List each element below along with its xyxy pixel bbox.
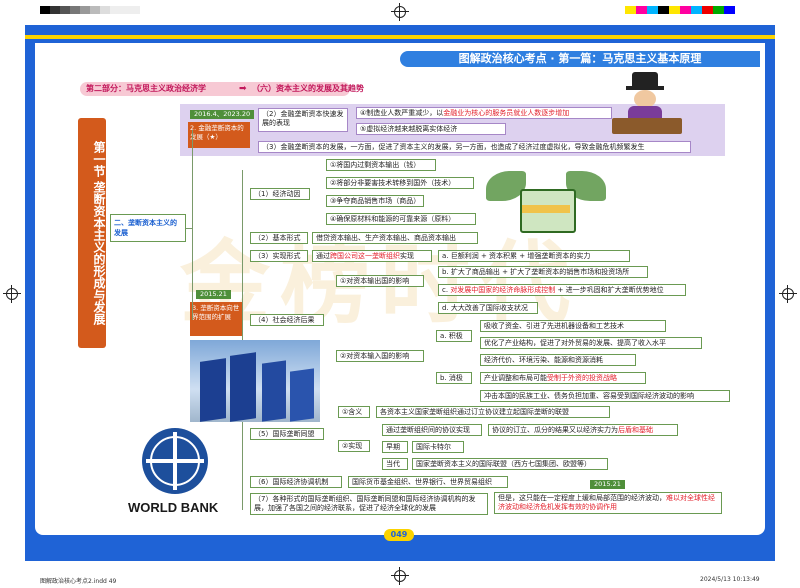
forms-label: （2）基本形式 [250,232,308,244]
registration-mark-right [779,285,797,303]
flying-money-illustration [486,165,606,240]
color-bar-right [625,6,735,14]
forms-desc: 借贷资本输出、生产资本输出、商品资本输出 [312,232,478,244]
export-item-a: a. 巨额利润 + 资本积累 + 增强垄断资本的实力 [438,250,630,262]
sub-chapter-label: 二、垄断资本主义的发展 [110,214,186,242]
coord-label: （6）国际经济协调机制 [250,476,342,488]
world-bank-logo-text: WORLD BANK [128,500,219,515]
import-effect-label: ②对资本输入国的影响 [336,350,424,362]
coord-desc: 国际货币基金组织、世界银行、世界贸易组织 [348,476,508,488]
registration-mark-bottom [391,567,409,585]
export-item-b: b. 扩大了商品输出 + 扩大了垄断资本的销售市场和投资场所 [438,266,648,278]
footer-date: 2024/5/13 10:13:49 [700,576,760,583]
node2-item-3: （3）金融垄断资本的发展，一方面，促进了资本主义的发展，另一方面，也造成了经济过… [258,141,691,153]
motive-item-4: ④确保原材料和能源的可靠来源（原料） [326,213,476,225]
registration-mark-top [391,3,409,21]
node2-sub-4: ④制造业人数严重减少，以金融业为核心的服务员就业人数逐步增加 [356,107,612,119]
alliance-label: （5）国际垄断同盟 [250,428,324,440]
section-label: （六）资本主义的发展及其趋势 [252,84,364,93]
motive-item-1: ①将国内过剩资本输出（钱） [326,159,436,171]
realize-label: （3）实现形式 [250,250,308,262]
page-title: 图解政治核心考点 · 第一篇：马克思主义基本原理 [400,51,760,67]
early-desc: 国际卡特尔 [412,441,464,453]
negative-label: b. 消极 [436,372,472,384]
node3-year-tag: 2015.21 [196,290,231,299]
page-number: 049 [384,529,414,541]
export-effect-label: ①对资本输出国的影响 [336,275,424,287]
arrow-icon: ➡ [239,84,247,94]
current-desc: 国家垄断资本主义的国际联盟（西方七国集团、欧盟等） [412,458,608,470]
item7: （7）各种形式的国际垄断组织、国际垄断同盟和国际经济协调机构的发展，加强了各国之… [250,493,488,515]
item7-year-tag: 2015.21 [590,480,625,489]
negative-item-3: 冲击本国的民族工业、债务负担加重、容易受到国际经济波动的影响 [480,390,730,402]
social-label: （4）社会经济后果 [250,314,324,326]
color-bar-left [40,6,140,14]
eu-flags-photo [190,340,320,422]
node2-sub-5: ⑤虚拟经济越来越脱离实体经济 [356,123,506,135]
export-item-c: c. 对发展中国家的经济命脉形成控制 + 进一步巩固和扩大垄断优势地位 [438,284,686,296]
negative-item-2: 产业调整和布局可能受制于外资的投资战略 [480,372,646,384]
positive-item-1: 吸收了资金、引进了先进机器设备和工艺技术 [480,320,666,332]
current-label: 当代 [382,458,408,470]
node2-year-tag: 2016.4、2023.20 [190,110,255,119]
chapter-title: 第一节 垄断资本主义的形成与发展 [78,118,106,348]
realize-desc: 通过跨国公司这一垄断组织实现 [312,250,432,262]
meaning-desc: 各资本主义国家垄断组织通过订立协议建立起国际垄断的联盟 [376,406,610,418]
positive-label: a. 积极 [436,330,472,342]
registration-mark-left [3,285,21,303]
export-item-d: d. 大大改善了国际收支状况 [438,302,538,314]
early-label: 早期 [382,441,408,453]
part-label: 第二部分：马克思主义政治经济学 [86,84,206,93]
node2-item-2: （2）金融垄断资本快速发展的表现 [258,108,348,132]
motive-item-2: ②将部分非要害技术转移到国外（技术） [326,177,474,189]
part-band [80,82,350,96]
motive-item-3: ③争夺商品销售市场（商品） [326,195,424,207]
meaning-label: ①含义 [338,406,370,418]
positive-item-2: 优化了产业结构，促进了对外贸易的发展、提高了收入水平 [480,337,702,349]
connector [192,130,193,320]
footer-file: 图解政治核心考点2.indd 49 [40,578,117,585]
negative-item-1: 经济代价、环境污染、能源和资源消耗 [480,354,636,366]
page-frame-stripe-top [25,35,775,39]
banker-illustration [612,70,682,135]
motive-label: （1）经济动因 [250,188,310,200]
realize2-label: ②实现 [338,440,370,452]
item7-right: 但是，这只能在一定程度上缓和局部范围的经济波动，难以对全球性经济波动和经济危机发… [494,492,722,514]
node3-title: 3. 垄断资本向世界范围的扩展 [190,302,242,336]
realize2-b: 协议的订立、瓜分的结果又以经济实力为后盾和基础 [488,424,678,436]
node2-title: 2. 金融垄断资本的发展（★） [188,122,250,148]
connector [186,228,192,229]
world-bank-globe-icon [142,428,208,494]
realize2-a: 通过垄断组织间的协议实现 [382,424,482,436]
